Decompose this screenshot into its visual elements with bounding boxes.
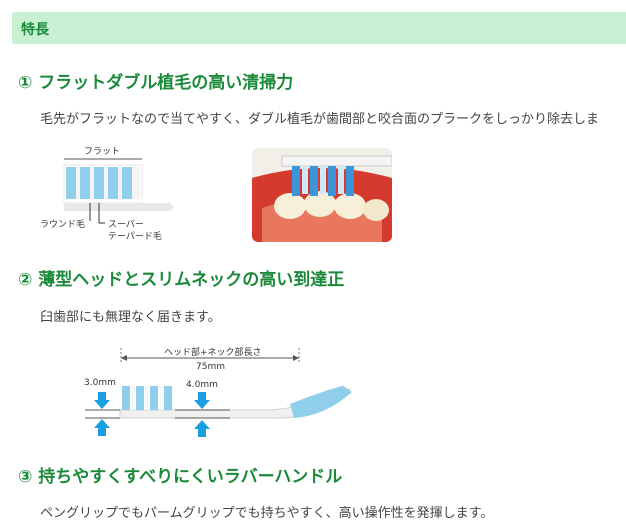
neck-thickness-label: 4.0mm [186, 380, 218, 390]
section-3-text: ペングリップでもパームグリップでも持ちやすく、高い操作性を発揮します。 [40, 506, 494, 521]
super-tapered-label-1: スーパー [108, 220, 144, 230]
section-2-heading: ② 薄型ヘッドとスリムネックの高い到達正 [18, 270, 345, 290]
feature-header-bar: 特長 [12, 12, 626, 44]
feature-title: 特長 [21, 22, 49, 38]
head-neck-dimension-diagram [85, 348, 352, 437]
length-value: 75mm [196, 362, 225, 372]
head-thickness-label: 3.0mm [84, 378, 116, 388]
flat-bristle-diagram [63, 158, 173, 224]
section-1-heading: ① フラットダブル植毛の高い清掃力 [18, 73, 294, 93]
round-bristle-label: ラウンド毛 [40, 220, 86, 230]
section-2-text: 臼歯部にも無理なく届きます。 [40, 310, 221, 325]
length-label: ヘッド部+ネック部長さ [164, 348, 262, 358]
super-tapered-label-2: テーパード毛 [108, 232, 162, 242]
flat-label: フラット [84, 147, 121, 157]
section-3-heading: ③ 持ちやすくすべりにくいラバーハンドル [18, 467, 343, 487]
section-1-text: 毛先がフラットなので当てやすく、ダブル植毛が歯間部と咬合面のプラークをしっかり除… [40, 112, 600, 127]
teeth-brush-photo [252, 148, 392, 242]
